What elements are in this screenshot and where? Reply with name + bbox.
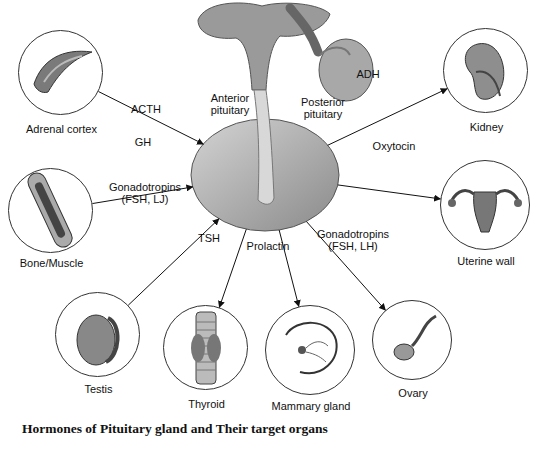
thyroid-drawing <box>191 312 221 384</box>
hormone-arrow <box>328 89 447 146</box>
stalk-channel <box>254 90 274 204</box>
target-organ: Bone/Muscle <box>8 168 93 253</box>
figure-caption: Hormones of Pituitary gland and Their ta… <box>22 421 328 437</box>
lobe-label: Anterior pituitary <box>194 92 266 117</box>
organ-label: Mammary gland <box>256 400 366 412</box>
epididymis <box>106 318 118 362</box>
bone-shape <box>34 181 67 239</box>
ducts <box>306 342 328 362</box>
adrenal-drawing <box>34 51 92 92</box>
hormone-arrow <box>338 185 441 199</box>
pituitary-gland: Anterior pituitaryPosterior pituitary <box>188 80 342 232</box>
mammary-drawing <box>286 323 337 373</box>
organ-label: Testis <box>56 383 141 395</box>
hormone-label: GH <box>128 136 158 148</box>
ovary-shape <box>394 344 414 360</box>
lobe-detail <box>320 48 350 56</box>
organ-label: Uterine wall <box>436 255 536 267</box>
uterus-drawing <box>448 191 522 232</box>
hormone-label: Prolactin <box>240 240 296 252</box>
hormone-label: Oxytocin <box>366 140 422 152</box>
hormone-label: ACTH <box>126 103 166 115</box>
target-organ: Testis <box>55 292 140 377</box>
muscle-shape <box>25 170 75 250</box>
testis-drawing <box>77 315 118 365</box>
breast-outline <box>286 323 337 373</box>
target-organ: Thyroid <box>163 305 248 390</box>
target-organ: Uterine wall <box>440 160 530 250</box>
hormone-label: Gonadotropins (FSH, LJ) <box>104 181 186 206</box>
hypothalamus-drawing <box>198 3 373 101</box>
ovary-shape <box>514 199 522 207</box>
hormone-label: Gonadotropins (FSH, LH) <box>312 228 394 253</box>
nerve-tract <box>290 8 318 52</box>
nipple <box>298 346 306 354</box>
target-organ: Mammary gland <box>265 305 355 395</box>
hormone-label: ADH <box>350 68 386 80</box>
hormone-label: TSH <box>194 232 224 244</box>
uterus-shape <box>474 192 497 232</box>
organ-label: Kidney <box>444 121 529 133</box>
ovary-drawing <box>394 316 436 360</box>
lobe-label: Posterior pituitary <box>292 96 354 121</box>
target-organ: Ovary <box>372 300 452 380</box>
ovary-shape <box>448 199 456 207</box>
hormone-arrow <box>219 229 246 307</box>
thyroid-lobe <box>207 334 221 362</box>
hormone-arrow <box>128 219 219 305</box>
thyroid-lobe <box>191 334 205 362</box>
adrenal-shape <box>34 51 92 92</box>
bone-drawing <box>25 170 75 250</box>
adrenal-detail <box>44 56 82 82</box>
ureter <box>476 72 500 96</box>
organ-label: Adrenal cortex <box>7 123 116 135</box>
organ-label: Bone/Muscle <box>4 257 99 269</box>
hypothalamus-shape <box>198 3 330 90</box>
organ-label: Thyroid <box>164 398 249 410</box>
organ-label: Ovary <box>373 387 453 399</box>
target-organ: Adrenal cortex <box>18 30 103 115</box>
kidney-shape <box>465 44 503 100</box>
target-organ: Kidney <box>443 28 528 113</box>
fallopian-tube <box>412 316 436 346</box>
fallopian-tubes <box>452 191 518 200</box>
kidney-drawing <box>465 44 503 100</box>
